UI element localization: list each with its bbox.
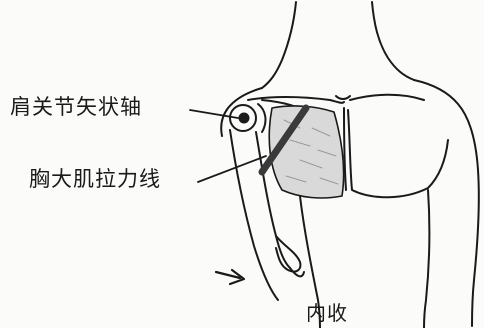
right-clavicle xyxy=(350,95,424,100)
label-shoulder-sagittal-axis: 肩关节矢状轴 xyxy=(10,91,142,121)
right-arm-outline xyxy=(472,170,479,326)
sternal-notch xyxy=(336,96,350,99)
shoulder-joint-axis-point xyxy=(240,114,249,123)
glenoid-rim xyxy=(258,104,265,132)
neck-right-outline xyxy=(372,2,414,80)
right-pectoral-outline xyxy=(348,110,448,197)
pectoralis-muscle-region xyxy=(269,106,343,198)
leader-line-pull xyxy=(198,156,266,182)
label-adduction: 内收 xyxy=(306,297,348,326)
right-flank-outline xyxy=(424,190,429,328)
label-pectoralis-pull-line: 胸大肌拉力线 xyxy=(29,163,161,193)
left-shoulder-outline xyxy=(221,88,262,136)
neck-left-outline xyxy=(262,2,296,88)
